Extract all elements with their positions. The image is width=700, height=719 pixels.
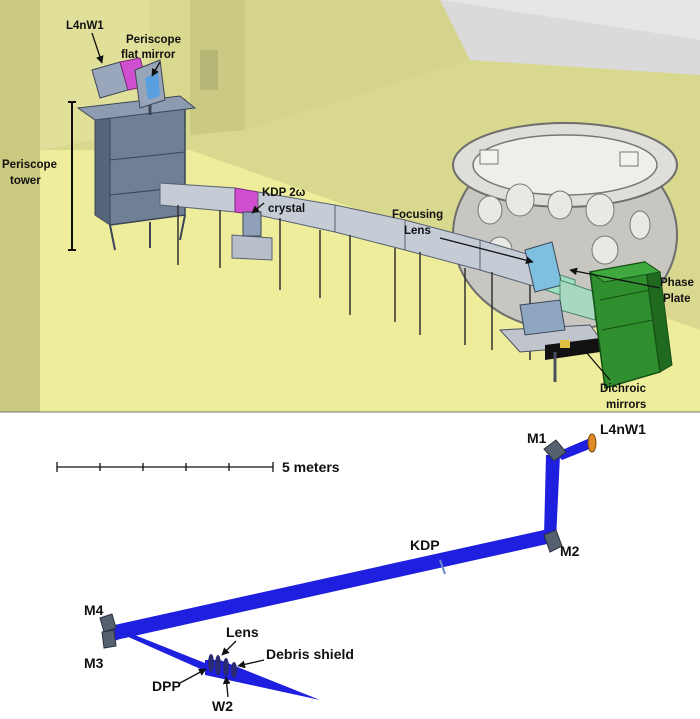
wall-ledge	[245, 0, 470, 130]
l4nw1-port	[587, 433, 597, 453]
label-phase-1: Phase	[660, 277, 694, 289]
wall-window	[200, 50, 218, 90]
scale-bar: 5 meters	[56, 459, 340, 475]
mirror-m3	[101, 629, 117, 649]
phase-plate-enclosure	[588, 260, 673, 389]
scale-label: 5 meters	[282, 459, 340, 475]
beam-components	[99, 433, 597, 678]
dichroic-table	[498, 299, 606, 382]
ceiling	[440, 0, 700, 75]
label-periscope-tower-1: Periscope	[2, 159, 57, 171]
label-periscope-mirror-2: flat mirror	[121, 49, 176, 61]
label-m1: M1	[527, 430, 547, 446]
lens-optic	[215, 655, 221, 675]
label-l4nw1: L4nW1	[66, 20, 104, 32]
left-wall	[0, 0, 40, 412]
label-kdp-2: crystal	[268, 203, 305, 215]
label-m3: M3	[84, 655, 104, 671]
label-m2: M2	[560, 543, 580, 559]
label-periscope-mirror-1: Periscope	[126, 34, 181, 46]
label-dichroic-2: mirrors	[606, 399, 646, 411]
beamline	[159, 182, 576, 360]
label-m4: M4	[84, 602, 104, 618]
cad-labels: L4nW1 Periscope flat mirror Periscope to…	[2, 20, 694, 411]
focusing-lens-assembly	[524, 241, 596, 321]
beam-labels: M1 L4nW1 KDP M2 M4 M3 Lens Debris shield…	[84, 421, 646, 714]
label-dichroic-1: Dichroic	[600, 383, 647, 395]
label-lens: Lens	[226, 624, 259, 640]
label-kdp: KDP	[410, 537, 440, 553]
mirror-m4	[99, 613, 117, 633]
mirror-m2	[543, 529, 563, 553]
beam-path-diagram: 5 meters M1 L4nW1 KDP	[56, 421, 646, 714]
label-debris-shield: Debris shield	[266, 646, 354, 662]
label-l4nw1-bottom: L4nW1	[600, 421, 646, 437]
label-dpp: DPP	[152, 678, 181, 694]
label-phase-2: Plate	[663, 293, 691, 305]
label-focusing-1: Focusing	[392, 209, 443, 221]
debris-shield-optic	[231, 662, 237, 678]
mirror-m1	[543, 439, 567, 462]
kdp-crystal	[439, 559, 446, 575]
label-kdp-1: KDP 2ω	[262, 187, 306, 199]
cad-view: L4nW1 Periscope flat mirror Periscope to…	[0, 0, 700, 413]
label-focusing-2: Lens	[404, 225, 431, 237]
label-w2: W2	[212, 698, 233, 714]
label-periscope-tower-2: tower	[10, 175, 41, 187]
dpp-optic	[208, 654, 214, 672]
w2-optic	[223, 658, 229, 676]
